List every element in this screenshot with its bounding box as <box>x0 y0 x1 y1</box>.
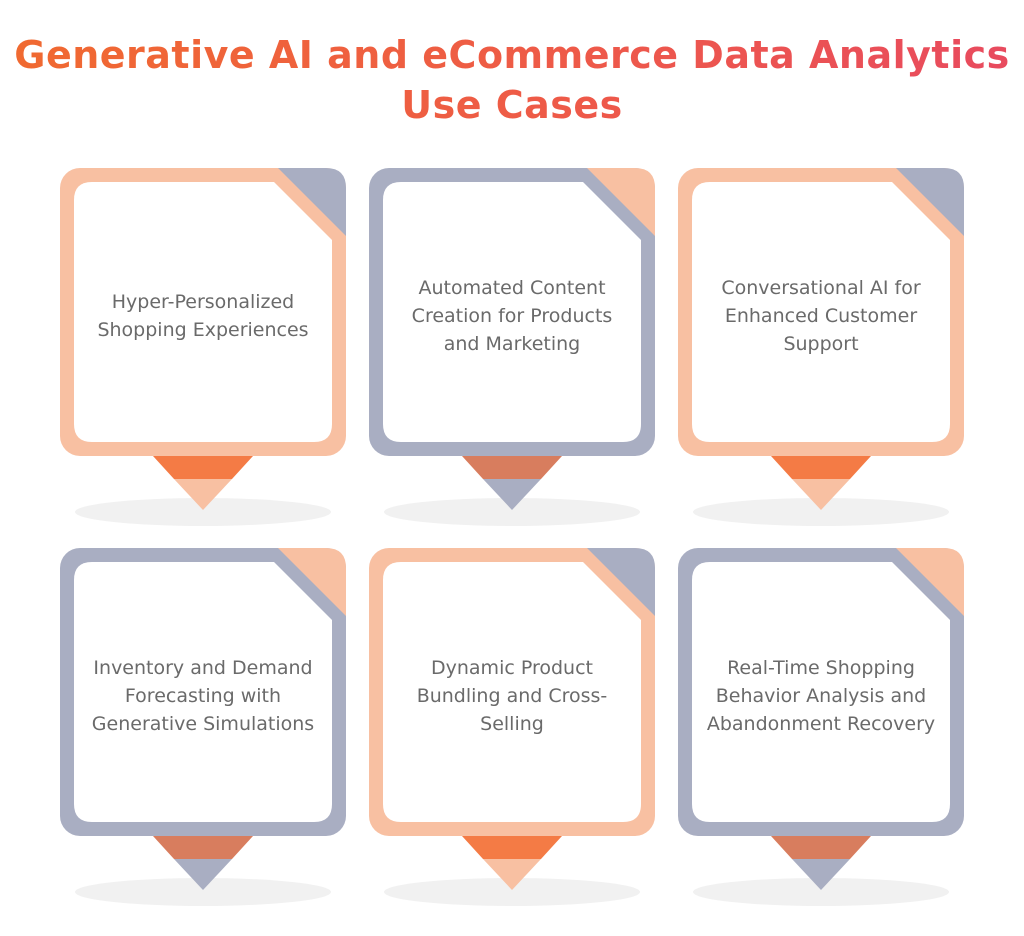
use-case-label: Hyper-Personalized Shopping Experiences <box>97 290 309 341</box>
card-pointer-tip <box>792 859 850 890</box>
card-frame <box>60 548 346 906</box>
use-case-card: Hyper-Personalized Shopping Experiences <box>60 168 346 526</box>
card-pointer-band <box>153 836 253 859</box>
card-panel <box>74 182 332 442</box>
card-shadow <box>75 878 331 906</box>
use-case-card: Real-Time Shopping Behavior Analysis and… <box>678 548 964 906</box>
card-corner-fold <box>587 548 655 616</box>
card-pointer-tip <box>174 479 232 510</box>
use-case-card: Conversational AI for Enhanced Customer … <box>678 168 964 526</box>
card-corner-fold <box>896 168 964 236</box>
card-pointer-tip <box>483 479 541 510</box>
card-corner-fold <box>278 168 346 236</box>
card-shadow <box>693 878 949 906</box>
page-title: Generative AI and eCommerce Data Analyti… <box>0 30 1024 130</box>
use-case-card: Inventory and Demand Forecasting with Ge… <box>60 548 346 906</box>
card-panel <box>383 182 641 442</box>
card-shadow <box>384 498 640 526</box>
use-case-card: Automated Content Creation for Products … <box>369 168 655 526</box>
card-shadow <box>75 498 331 526</box>
card-corner-fold <box>278 548 346 616</box>
use-case-label: Inventory and Demand Forecasting with Ge… <box>91 656 315 735</box>
card-frame <box>369 548 655 906</box>
card-frame <box>678 548 964 906</box>
card-frame <box>60 168 346 526</box>
card-corner-fold <box>896 548 964 616</box>
card-pointer-band <box>462 836 562 859</box>
use-case-label: Automated Content Creation for Products … <box>411 276 613 355</box>
card-shadow <box>693 498 949 526</box>
card-shadow <box>384 878 640 906</box>
card-pointer-band <box>153 456 253 479</box>
card-panel <box>692 562 950 822</box>
card-panel <box>383 562 641 822</box>
card-frame <box>678 168 964 526</box>
card-pointer-band <box>771 836 871 859</box>
use-case-card: Dynamic Product Bundling and Cross-Selli… <box>369 548 655 906</box>
card-corner-fold <box>587 168 655 236</box>
card-pointer-tip <box>174 859 232 890</box>
use-case-label: Conversational AI for Enhanced Customer … <box>721 276 921 355</box>
card-pointer-band <box>462 456 562 479</box>
card-frame <box>369 168 655 526</box>
card-pointer-band <box>771 456 871 479</box>
card-panel <box>692 182 950 442</box>
use-case-label: Real-Time Shopping Behavior Analysis and… <box>706 656 936 735</box>
card-panel <box>74 562 332 822</box>
card-pointer-tip <box>483 859 541 890</box>
use-case-label: Dynamic Product Bundling and Cross-Selli… <box>416 656 608 735</box>
card-pointer-tip <box>792 479 850 510</box>
